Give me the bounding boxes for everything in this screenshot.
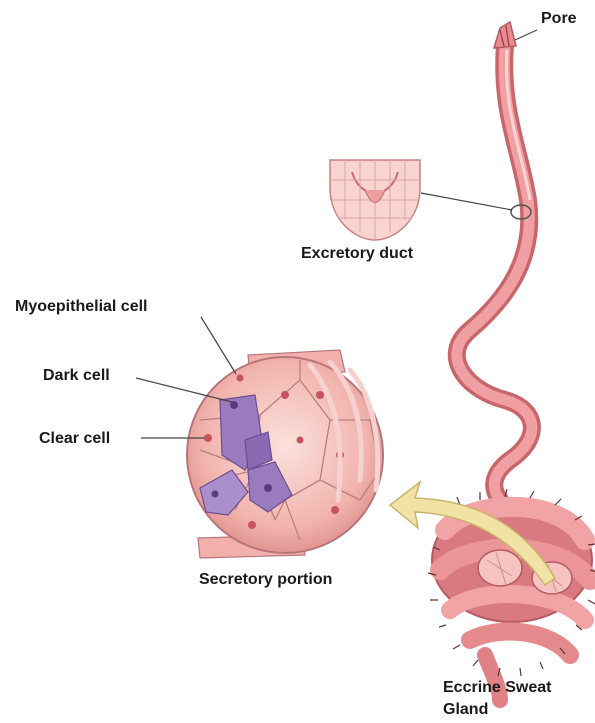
secretory-portion-section [187,350,383,558]
sweat-duct [457,45,532,500]
label-excretory-duct: Excretory duct [301,244,413,263]
label-gland-line2: Gland [443,700,488,719]
label-myoepithelial-cell: Myoepithelial cell [15,297,147,316]
pore-opening [494,22,516,48]
excretory-duct-section [330,160,420,240]
label-pore: Pore [541,9,577,28]
gland-coil [428,489,595,700]
label-dark-cell: Dark cell [43,366,110,385]
label-gland-line1: Eccrine Sweat [443,678,552,697]
label-secretory-portion: Secretory portion [199,570,332,589]
label-clear-cell: Clear cell [39,429,110,448]
